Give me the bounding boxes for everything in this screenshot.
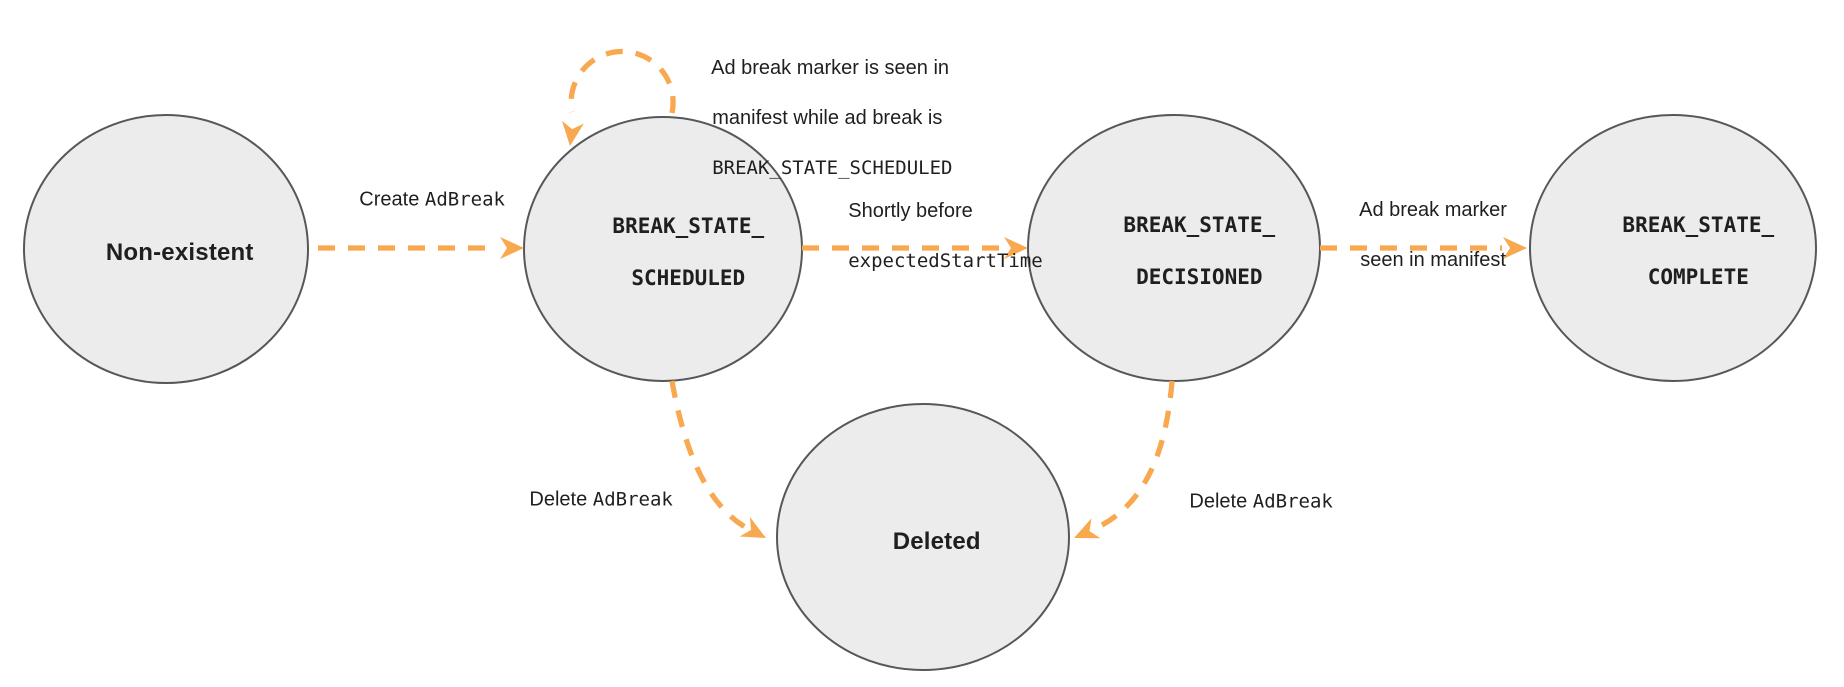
edge-label-code-text: AdBreak [424, 188, 505, 211]
edge-label-text: seen in manifest [1360, 249, 1506, 271]
state-label-line: BREAK_STATE_ [1622, 213, 1775, 237]
state-label-line: BREAK_STATE_ [1123, 213, 1276, 237]
edge-label-delete-adbreak-left: Delete AdBreak [507, 463, 673, 538]
state-label-deleted: Deleted [865, 500, 981, 584]
transition-arrow-delete-from-scheduled [669, 380, 747, 530]
edge-label-create-adbreak: Create AdBreak [337, 163, 505, 238]
transition-arrow-self-loop [568, 48, 676, 114]
arrowhead-icon [739, 517, 766, 538]
edge-label-code-text: expectedStartTime [848, 250, 1043, 272]
edge-label-text: manifest while ad break is [712, 107, 943, 129]
edge-label-code-text: AdBreak [592, 488, 673, 511]
arrowhead-icon [1004, 237, 1028, 259]
transition-arrow-delete-from-decisioned [1094, 380, 1175, 531]
arrowhead-icon [1503, 237, 1527, 259]
arrowhead-icon [562, 120, 584, 146]
edge-label-self-loop: Ad break marker is seen in manifest whil… [690, 31, 952, 206]
state-label-line: BREAK_STATE_ [612, 214, 765, 238]
state-label-complete: BREAK_STATE_ COMPLETE [1572, 186, 1774, 316]
state-label-line: COMPLETE [1647, 265, 1749, 289]
state-node-complete [1529, 114, 1817, 382]
edge-label-text: Delete [529, 488, 593, 511]
edge-label-text: Create [359, 188, 425, 211]
state-label-text: Non-existent [105, 239, 254, 266]
edge-label-text: Ad break marker [1359, 199, 1507, 221]
edge-label-text: Delete [1189, 490, 1253, 513]
state-label-non-existent: Non-existent [78, 211, 254, 295]
edge-label-shortly-before: Shortly before expectedStartTime [826, 174, 1043, 299]
edge-label-marker-seen: Ad break marker seen in manifest [1338, 173, 1507, 298]
arrowhead-icon [1074, 518, 1101, 539]
state-label-line: SCHEDULED [631, 266, 746, 290]
state-label-decisioned: BREAK_STATE_ DECISIONED [1073, 186, 1275, 316]
edge-label-code-text: BREAK_STATE_SCHEDULED [712, 157, 953, 179]
edge-label-code-text: AdBreak [1252, 490, 1333, 513]
edge-label-text: Ad break marker is seen in [711, 57, 950, 79]
arrowhead-icon [500, 237, 524, 259]
edge-label-delete-adbreak-right: Delete AdBreak [1167, 465, 1333, 540]
edge-label-text: Shortly before [848, 200, 973, 222]
state-node-deleted [776, 403, 1070, 671]
state-node-non-existent [23, 114, 309, 384]
state-label-text: Deleted [892, 528, 981, 555]
state-label-scheduled: BREAK_STATE_ SCHEDULED [562, 187, 764, 317]
state-label-line: DECISIONED [1136, 265, 1263, 289]
